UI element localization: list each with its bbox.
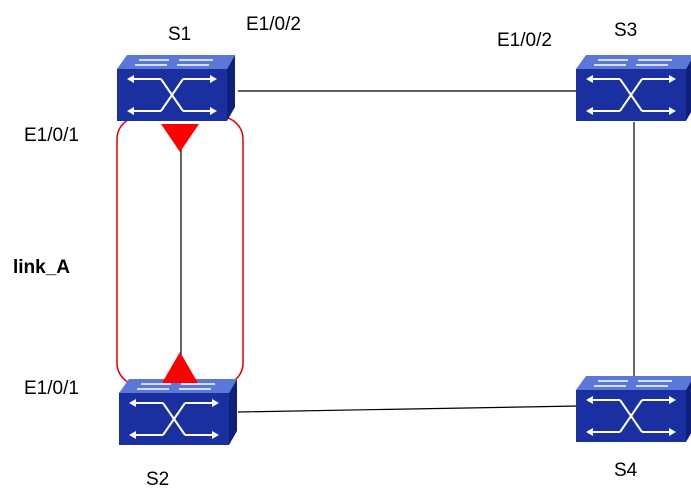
- port-s1-e102-label: E1/0/2: [246, 14, 301, 35]
- link-s2-s4: [237, 405, 579, 413]
- switch-s1-icon[interactable]: [116, 54, 236, 122]
- switch-s2-label: S2: [146, 469, 170, 490]
- switch-s3-label: S3: [614, 20, 638, 41]
- switch-s4-label: S4: [614, 460, 638, 481]
- switch-s1-label: S1: [168, 24, 192, 45]
- port-marker-s1-icon: [161, 124, 199, 152]
- switch-s2-icon[interactable]: [118, 378, 238, 446]
- switch-s4-icon[interactable]: [575, 375, 691, 443]
- port-s2-e101-label: E1/0/1: [24, 378, 79, 399]
- port-s1-e101-label: E1/0/1: [24, 125, 79, 146]
- port-s3-e102-label: E1/0/2: [497, 30, 552, 51]
- link-a-label: link_A: [13, 257, 71, 278]
- switch-s3-icon[interactable]: [575, 54, 691, 122]
- port-marker-s2-icon: [162, 352, 198, 383]
- link-a-highlight-box: [116, 116, 244, 386]
